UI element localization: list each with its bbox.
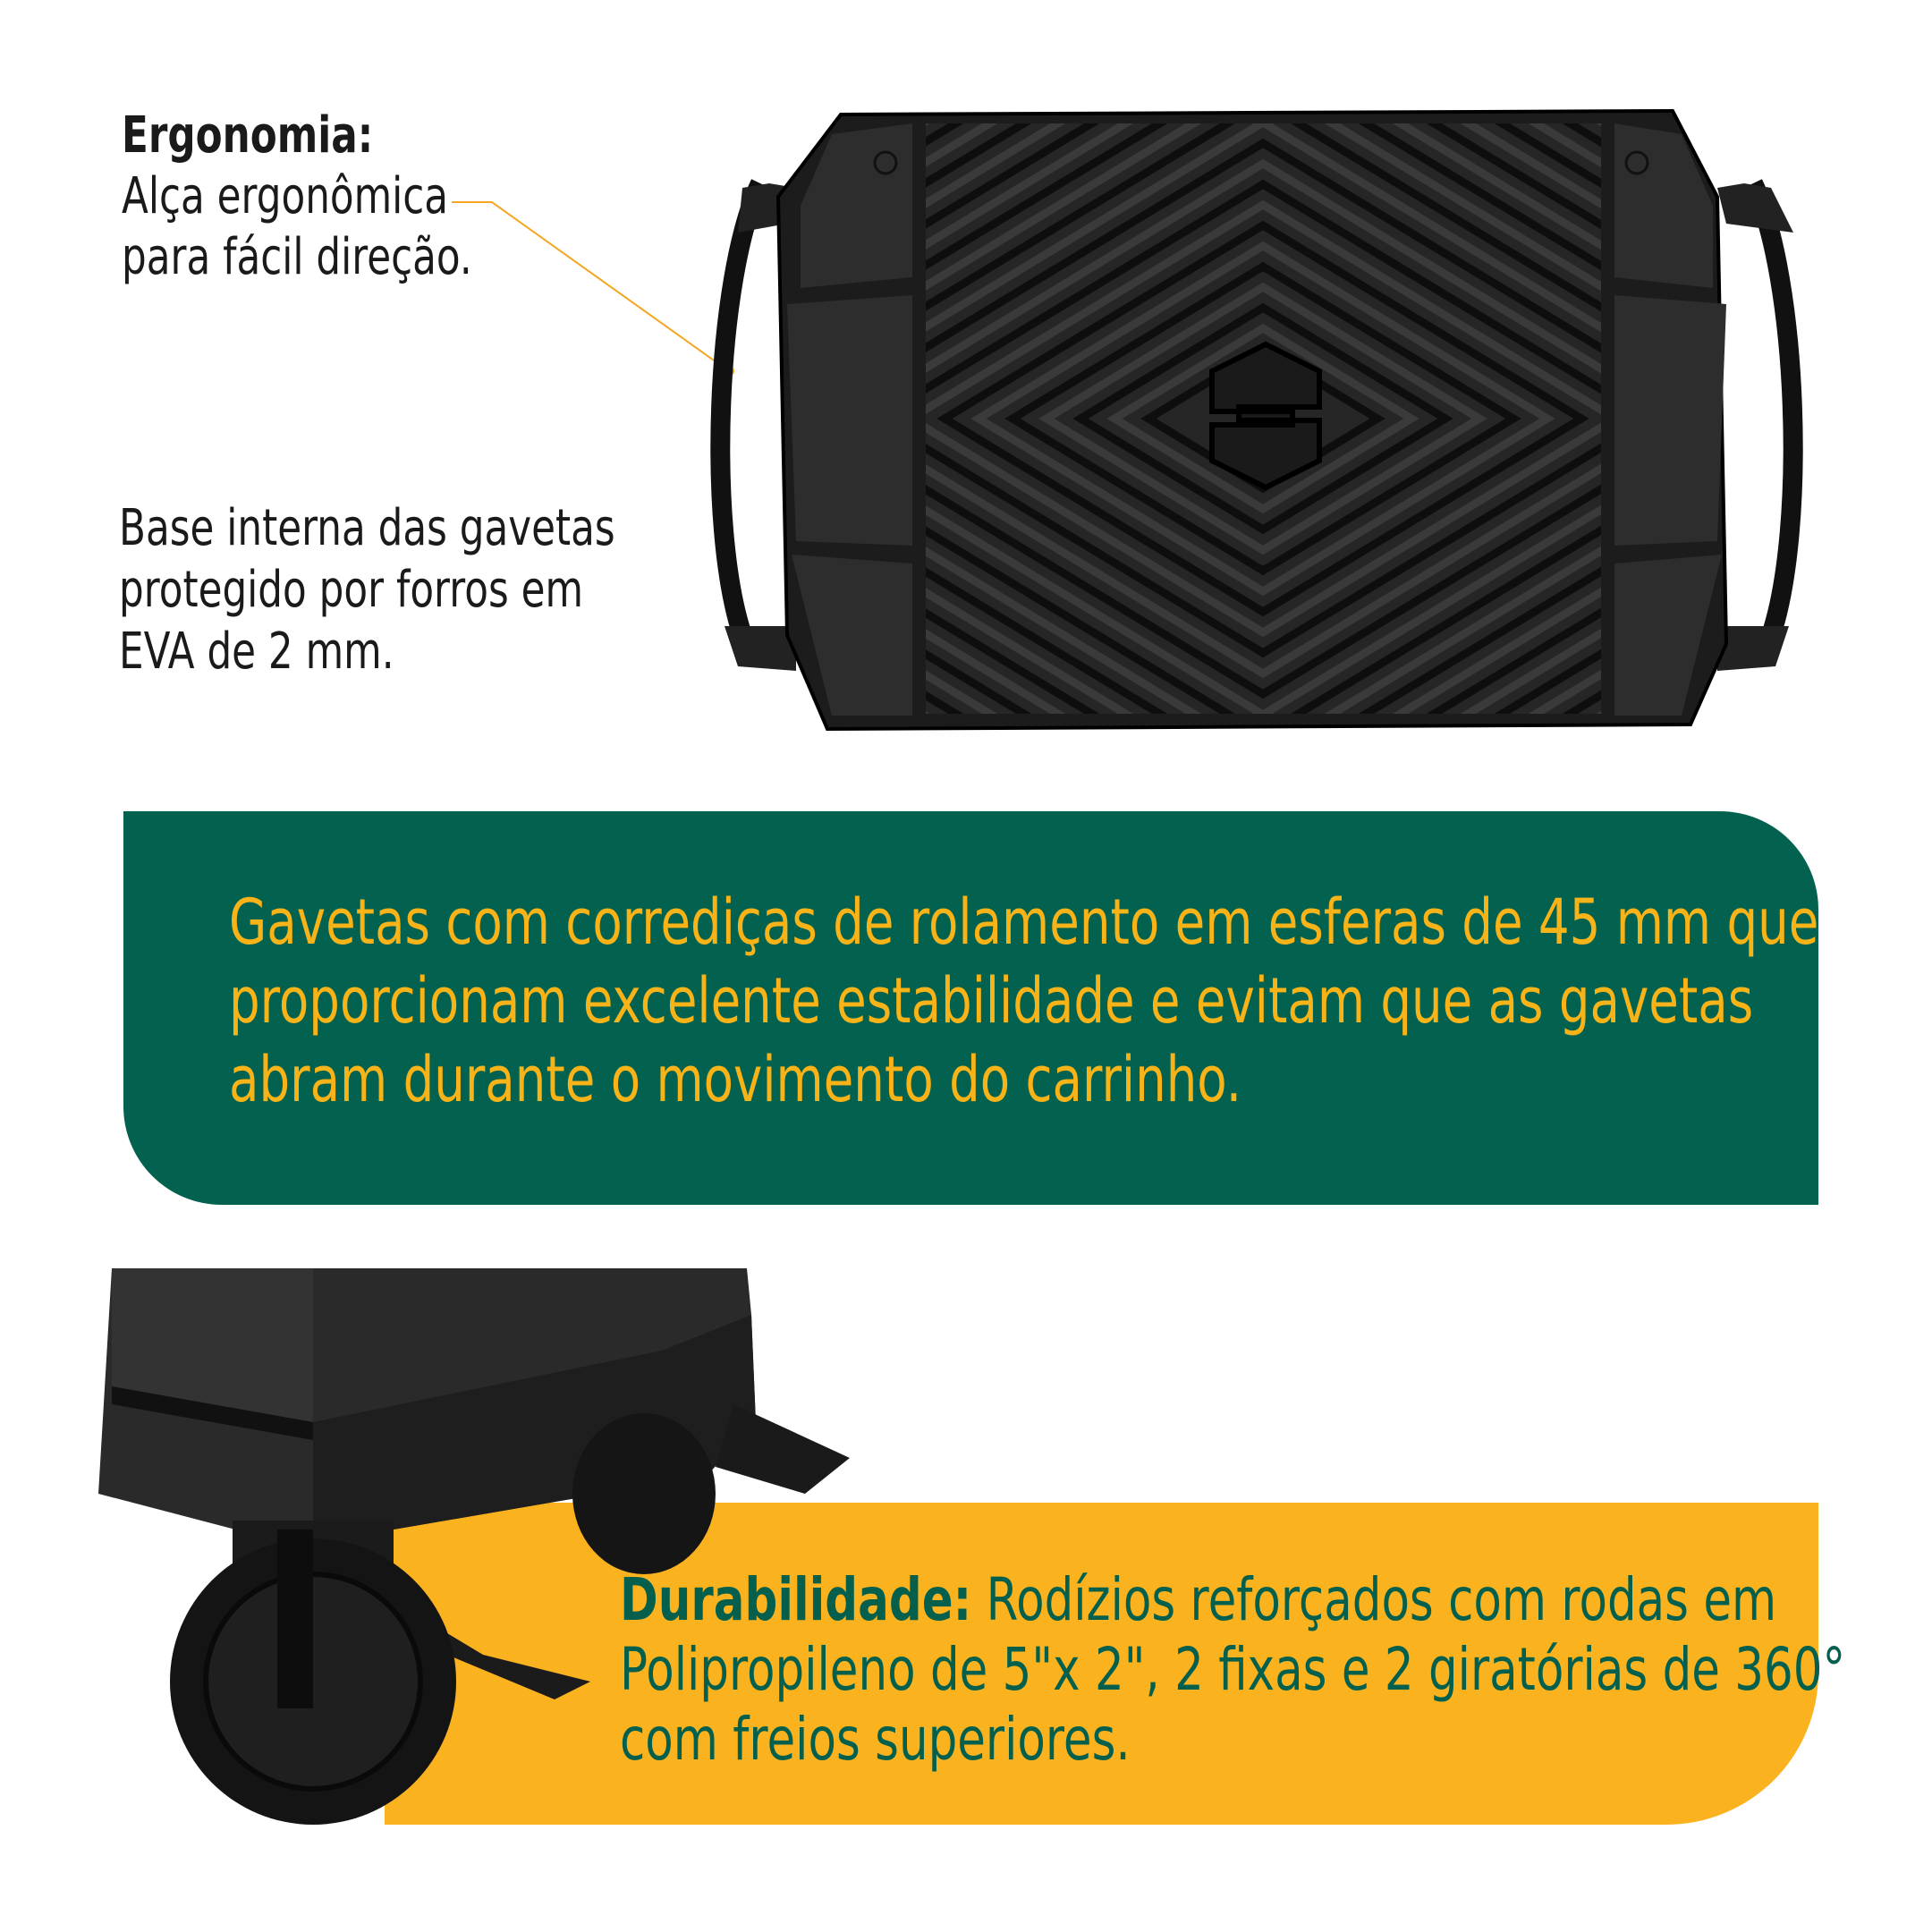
brand-s-logo-icon [1209, 341, 1322, 491]
mat-ridge [926, 123, 1601, 714]
slides-line: proporcionam excelente estabilidade e ev… [229, 964, 1754, 1038]
durability-title: Durabilidade: [620, 1565, 972, 1634]
slides-line: abram durante o movimento do carrinho. [229, 1043, 1242, 1116]
mat-ridge [970, 241, 1555, 597]
drawer-base-line: Base interna das gavetas [119, 499, 615, 557]
mat-ridge [926, 179, 1601, 658]
drawer-base-line: protegido por forros em [119, 561, 584, 619]
mat-ridge [926, 158, 1601, 679]
ergonomics-line: Alça ergonômica [122, 167, 449, 225]
drawer-base-line: EVA de 2 mm. [119, 623, 394, 681]
durability-line: Rodízios reforçados com rodas em [986, 1565, 1777, 1634]
ergonomics-caption: Ergonomia: Alça ergonômica para fácil di… [122, 106, 571, 288]
mat-ridge [926, 199, 1601, 638]
durability-line: Polipropileno de 5"x 2", 2 fixas e 2 gir… [620, 1635, 1846, 1704]
mat-ridge [936, 220, 1589, 617]
slides-info-banner: Gavetas com corrediças de rolamento em e… [123, 811, 1818, 1205]
mat-ridge [1004, 261, 1521, 576]
durability-line: com freios superiores. [620, 1705, 1131, 1774]
mat-ridge [1072, 302, 1453, 535]
ergonomics-line: para fácil direção. [122, 228, 472, 286]
drawer-base-caption: Base interna das gavetas protegido por f… [119, 497, 755, 682]
mat-ridge [926, 138, 1601, 699]
mat-ridge [1106, 323, 1419, 514]
slides-line: Gavetas com corrediças de rolamento em e… [229, 886, 1819, 959]
drawer-tray-image [710, 108, 1803, 732]
ergonomics-title: Ergonomia: [122, 106, 374, 165]
durability-info-banner: Durabilidade: Rodízios reforçados com ro… [385, 1503, 1845, 1825]
mat-ridge [1038, 282, 1487, 555]
cart-caster-image [98, 1268, 850, 1825]
